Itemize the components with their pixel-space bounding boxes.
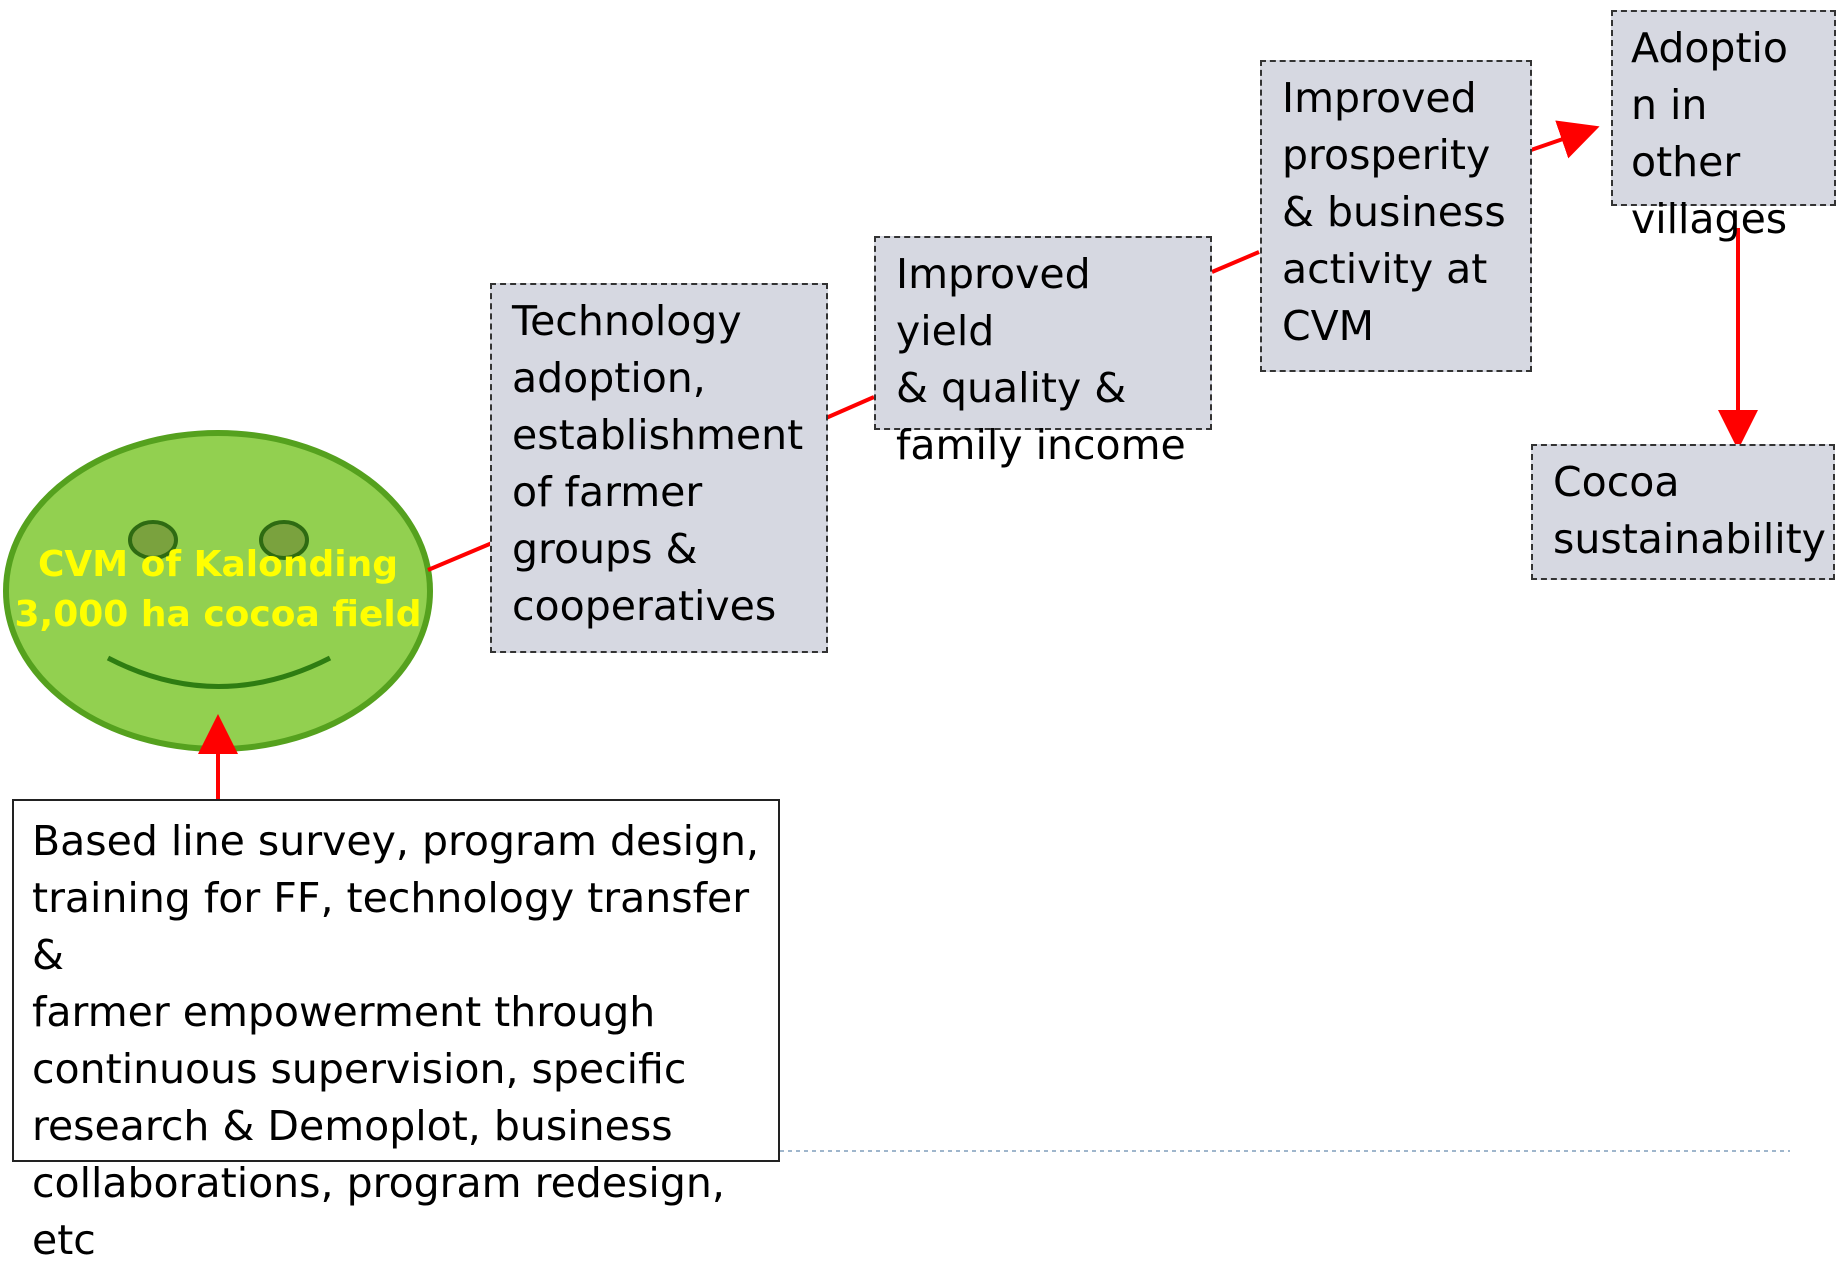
box-improved-yield: Improved yield & quality & family income (874, 236, 1212, 469)
connector-face-to-tech (427, 541, 493, 572)
arrow-prosperity-to-adoption (1530, 120, 1600, 159)
smiley-right-eye (259, 520, 309, 560)
smiley-mouth (106, 655, 332, 689)
box-adoption-other-villages: Adoptio n in other villages (1611, 10, 1836, 243)
box-technology-adoption: Technology adoption, establishment of fa… (490, 283, 828, 653)
connector-tech-to-yield (825, 395, 875, 420)
box-cocoa-sustainability: Cocoa sustainability (1531, 444, 1835, 580)
smiley-label: CVM of Kalonding 3,000 ha cocoa field (14, 544, 422, 635)
connector-yield-to-prosperity (1211, 250, 1260, 274)
box-improved-prosperity: Improved prosperity & business activity … (1260, 60, 1532, 372)
box-program-activities: Based line survey, program design, train… (12, 799, 780, 1264)
diagram-canvas (3, 120, 1790, 1152)
smiley-left-eye (128, 520, 178, 560)
